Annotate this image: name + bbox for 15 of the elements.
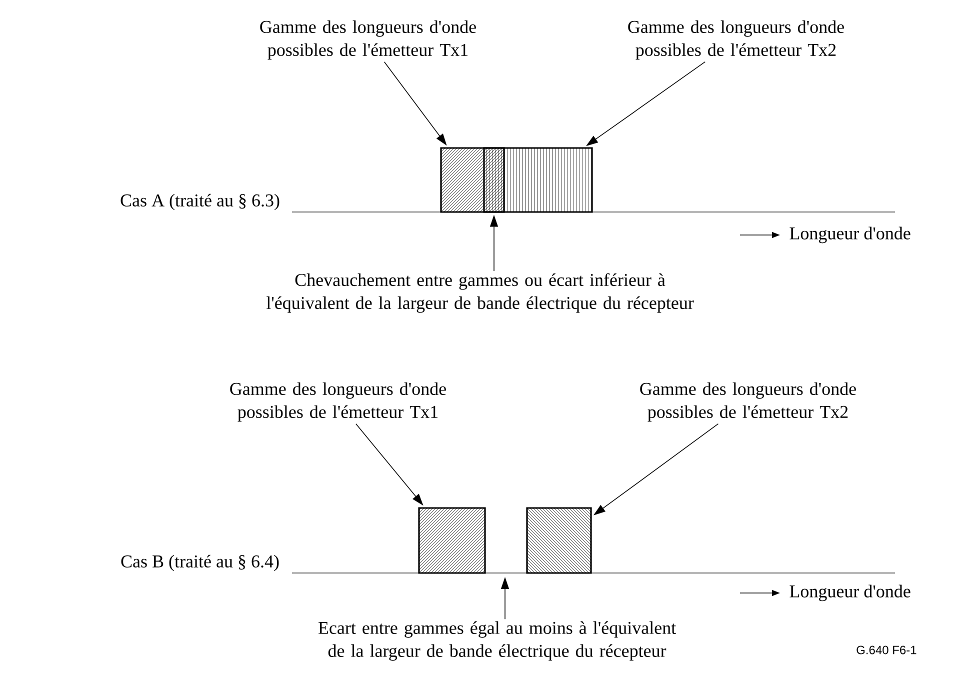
- figure-number: G.640 F6-1: [856, 646, 916, 654]
- caption-text: Gamme des longueurs d'onde possibles de l'émetteur Tx1: [230, 382, 446, 422]
- hatched-box: [440, 147, 505, 213]
- axis-label: Longueur d'onde: [790, 226, 910, 244]
- axis-label: Longueur d'onde: [790, 584, 910, 602]
- caption-text: Gamme des longueurs d'onde possibles de l'émetteur Tx2: [628, 20, 844, 60]
- hatched-box: [418, 507, 486, 574]
- caption-text: Chevauchement entre gammes ou écart inférieur à l'équivalent de la largeur de bande électrique du récepteur: [266, 273, 694, 313]
- caption-text: Gamme des longueurs d'onde possibles de l'émetteur Tx1: [260, 20, 476, 60]
- caption-text: Gamme des longueurs d'onde possibles de l'émetteur Tx2: [640, 382, 856, 422]
- case-label: Cas A (traité au § 6.3): [120, 194, 280, 210]
- hatched-box: [483, 147, 593, 213]
- caption-text: Ecart entre gammes égal au moins à l'équivalent de la largeur de bande électrique du récepteur: [318, 621, 676, 661]
- case-label: Cas B (traité au § 6.4): [121, 554, 279, 572]
- hatched-box: [526, 507, 592, 574]
